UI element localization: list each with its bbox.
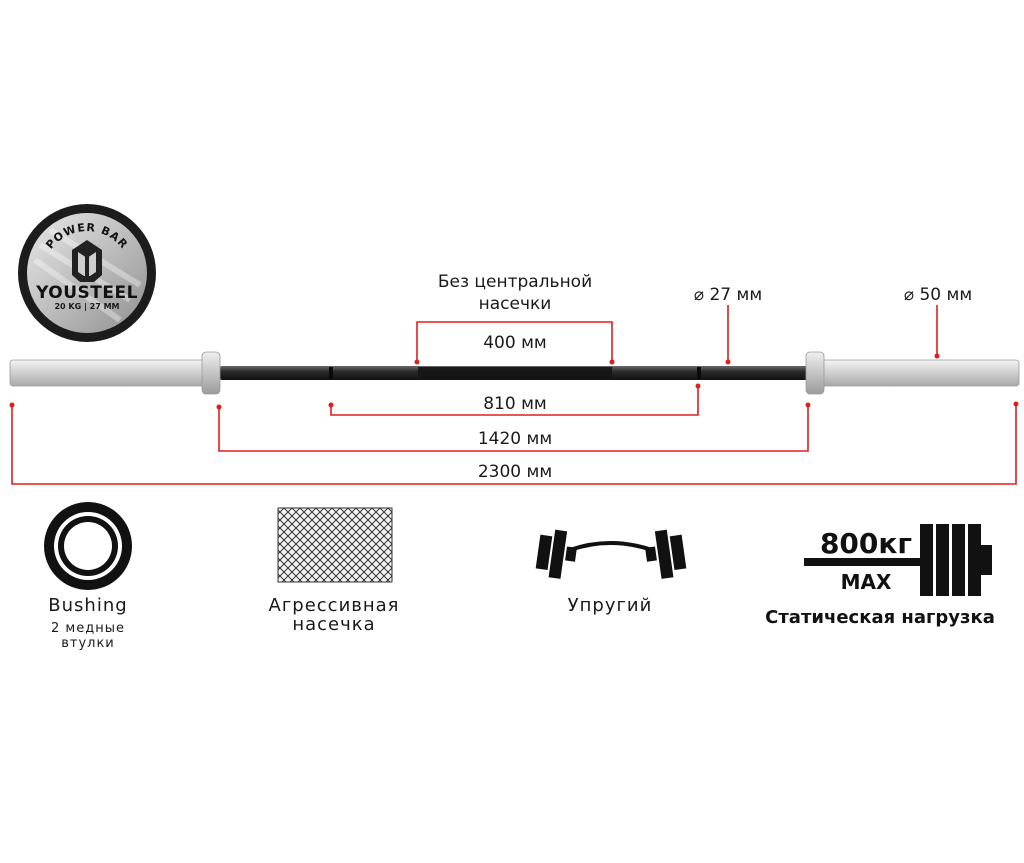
dim-line-810 bbox=[330, 386, 699, 416]
dimension-lines bbox=[11, 305, 1017, 485]
bushing-sub-line2: втулки bbox=[61, 636, 115, 651]
dim-line-400 bbox=[416, 321, 613, 362]
dim-label-810: 810 мм bbox=[483, 394, 547, 414]
logo-brand: YOUSTEEL bbox=[35, 283, 138, 303]
left-collar bbox=[201, 351, 221, 395]
dimension-dots bbox=[9, 353, 1019, 410]
knurl-line1: Агрессивная bbox=[269, 595, 400, 616]
knurl-pattern-icon bbox=[277, 507, 393, 583]
right-sleeve bbox=[819, 359, 1020, 387]
load-max: MAX bbox=[841, 570, 892, 594]
dim-label-1420: 1420 мм bbox=[478, 429, 552, 449]
load-value: 800кг bbox=[820, 527, 912, 560]
dim-line-1420 bbox=[218, 405, 809, 452]
yousteel-logo: POWER BAR YOUSTEEL 20 KG | 27 MM bbox=[18, 204, 156, 342]
left-sleeve bbox=[9, 359, 207, 387]
no-center-knurl-line2: насечки bbox=[479, 294, 552, 314]
logo-spec: 20 KG | 27 MM bbox=[54, 302, 119, 311]
bushing-title: Bushing bbox=[48, 595, 127, 616]
load-caption: Статическая нагрузка bbox=[765, 607, 995, 628]
knurl-mark-left bbox=[329, 367, 333, 379]
dim-label-2300: 2300 мм bbox=[478, 462, 552, 482]
bushing-sub-line1: 2 медные bbox=[51, 621, 125, 636]
sleeve-diameter-label: ⌀ 50 мм bbox=[904, 285, 972, 305]
smooth-center bbox=[418, 367, 612, 379]
dim-label-400: 400 мм bbox=[483, 333, 547, 353]
dim-line-2300 bbox=[11, 404, 1017, 485]
grip-diameter-label: ⌀ 27 мм bbox=[694, 285, 762, 305]
right-collar bbox=[805, 351, 825, 395]
flex-label: Упругий bbox=[568, 595, 653, 616]
bushing-icon bbox=[44, 502, 132, 590]
knurl-mark-right bbox=[697, 367, 701, 379]
no-center-knurl-line1: Без центральной bbox=[438, 272, 592, 292]
flexible-bar-icon bbox=[535, 529, 687, 579]
plate-stack-icon bbox=[804, 524, 992, 596]
helmet-icon bbox=[72, 240, 102, 282]
knurl-line2: насечка bbox=[292, 614, 375, 635]
barbell bbox=[9, 351, 1020, 395]
